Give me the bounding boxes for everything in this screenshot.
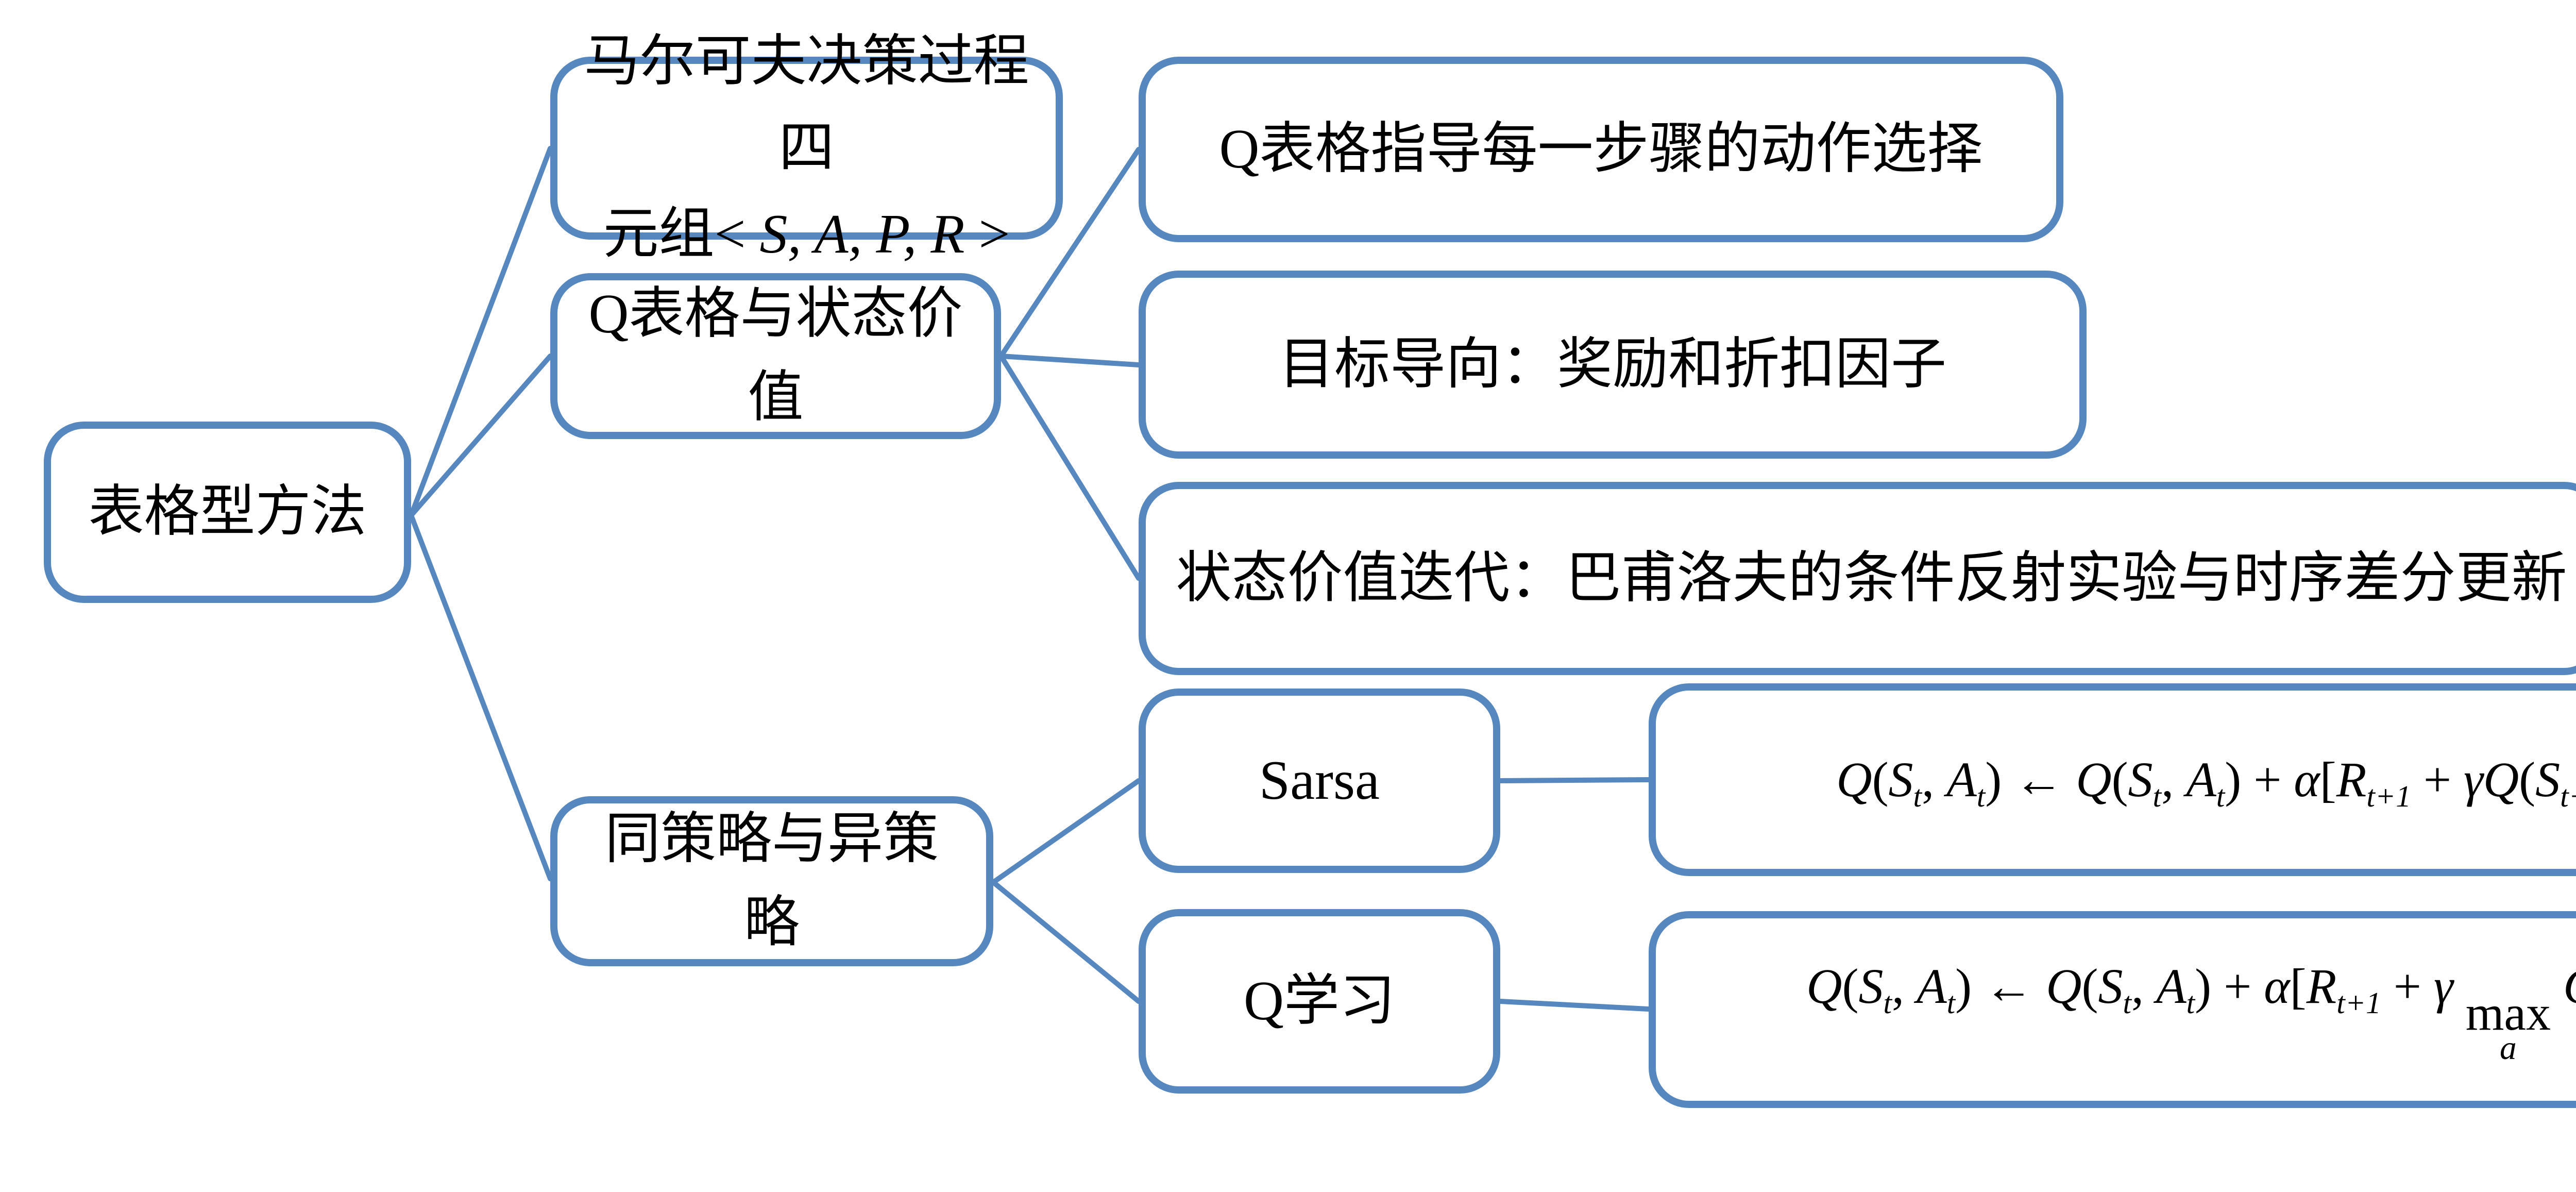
- connector-policy-sarsa: [991, 778, 1141, 885]
- node-q-table-state-value: Q表格与状态价值: [550, 273, 1001, 439]
- leaf-q-table-action-selection-label: Q表格指导每一步骤的动作选择: [1219, 119, 1983, 180]
- leaf-goal-oriented-label: 目标导向：奖励和折扣因子: [1278, 333, 1946, 395]
- leaf-goal-oriented: 目标导向：奖励和折扣因子: [1139, 271, 2087, 459]
- mdp-line2-prefix: 元组<: [603, 204, 760, 265]
- mdp-tuple-symbols: S, A, P, R: [759, 204, 965, 265]
- node-sarsa-label: Sarsa: [1259, 750, 1380, 811]
- connector-sarsa-formula: [1498, 777, 1651, 783]
- connector-qtable-state-value-iteration: [998, 354, 1141, 581]
- connector-qlearning-formula: [1498, 999, 1651, 1012]
- connector-root-mdp: [409, 146, 553, 518]
- connector-policy-qlearning: [991, 880, 1141, 1004]
- connector-root-policy: [409, 513, 553, 881]
- leaf-state-value-iteration-label: 状态价值迭代：巴甫洛夫的条件反射实验与时序差分更新: [1176, 547, 2567, 609]
- formula-sarsa-update: Q(St, At) ← Q(St, At) + α[Rt+1 + γQ(St+1…: [1649, 683, 2576, 876]
- node-root-label: 表格型方法: [88, 481, 367, 543]
- node-on-off-policy-label: 同策略与异策略: [604, 809, 939, 953]
- connector-root-qtable: [409, 354, 553, 518]
- node-q-learning-label: Q学习: [1244, 970, 1395, 1032]
- node-mdp-tuple-label: 马尔可夫决策过程四 元组< S, A, P, R >: [557, 19, 1056, 277]
- formula-sarsa-update-text: Q(St, At) ← Q(St, At) + α[Rt+1 + γQ(St+1…: [1836, 752, 2576, 814]
- leaf-q-table-action-selection: Q表格指导每一步骤的动作选择: [1139, 57, 2063, 242]
- connector-qtable-goal-oriented: [998, 354, 1141, 367]
- node-q-table-state-value-label: Q表格与状态价值: [588, 283, 963, 428]
- mdp-line2-suffix: >: [964, 204, 1010, 265]
- mdp-line1: 马尔可夫决策过程四: [584, 31, 1029, 179]
- node-sarsa: Sarsa: [1139, 689, 1500, 873]
- node-mdp-tuple: 马尔可夫决策过程四 元组< S, A, P, R >: [550, 31, 1063, 265]
- node-on-off-policy: 同策略与异策略: [550, 796, 993, 966]
- leaf-state-value-iteration: 状态价值迭代：巴甫洛夫的条件反射实验与时序差分更新: [1139, 482, 2576, 675]
- connector-qtable-action-selection: [998, 147, 1141, 359]
- node-root: 表格型方法: [44, 422, 411, 603]
- node-q-learning: Q学习: [1139, 909, 1500, 1094]
